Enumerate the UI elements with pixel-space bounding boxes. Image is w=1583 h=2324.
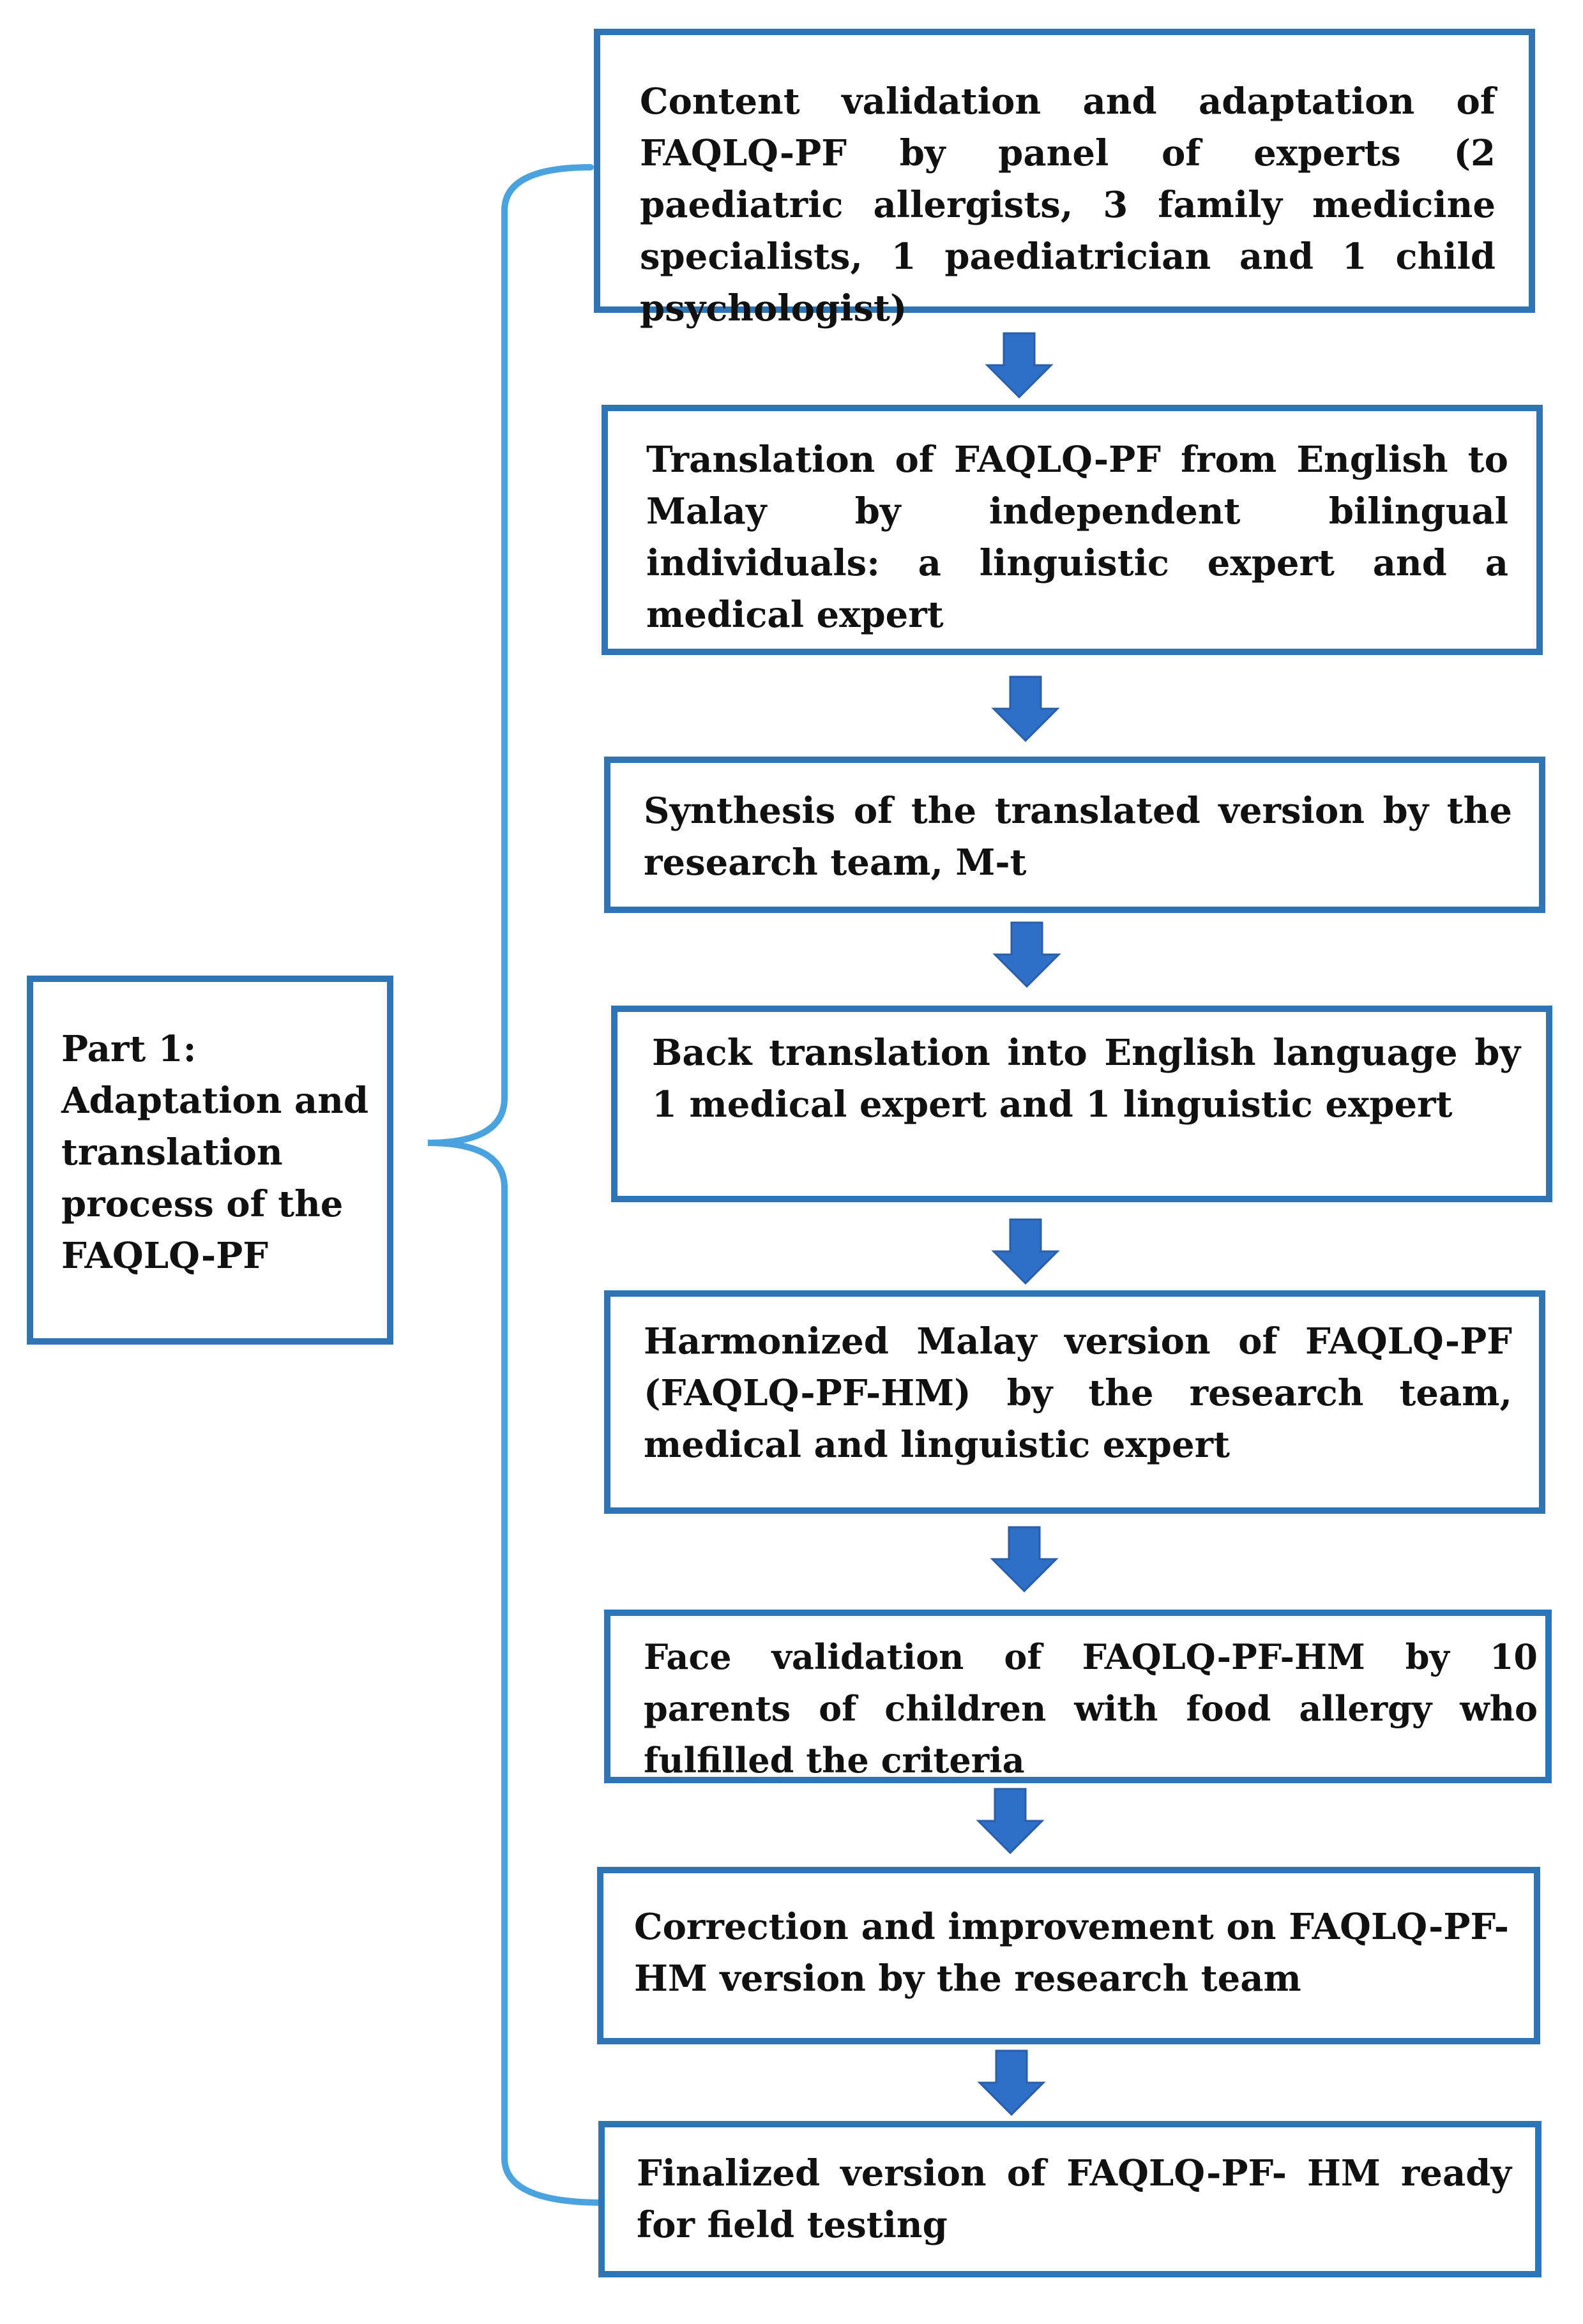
part-box: Part 1: Adaptation and translation proce… [27, 976, 393, 1345]
step-text-1: Content validation and adaptation of FAQ… [640, 80, 1496, 329]
step-text-4: Back translation into English language b… [652, 1032, 1520, 1126]
step-text-3: Synthesis of the translated version by t… [644, 790, 1512, 884]
step-box-3: Synthesis of the translated version by t… [604, 757, 1545, 913]
down-arrow-icon [976, 1788, 1045, 1855]
step-box-8: Finalized version of FAQLQ-PF- HM ready … [598, 2121, 1541, 2277]
step-text-7: Correction and improvement on FAQLQ-PF-H… [634, 1906, 1509, 2000]
step-text-2: Translation of FAQLQ-PF from English to … [646, 439, 1508, 636]
part-text: Part 1: Adaptation and translation proce… [61, 1023, 393, 1282]
down-arrow-icon [992, 921, 1061, 988]
step-text-6: Face validation of FAQLQ-PF-HM by 10 par… [644, 1636, 1538, 1781]
step-box-6: Face validation of FAQLQ-PF-HM by 10 par… [604, 1610, 1552, 1783]
down-arrow-icon [990, 1526, 1059, 1593]
down-arrow-icon [977, 2049, 1046, 2116]
step-box-2: Translation of FAQLQ-PF from English to … [602, 405, 1543, 655]
down-arrow-icon [985, 332, 1054, 399]
down-arrow-icon [991, 675, 1060, 743]
down-arrow-icon [991, 1218, 1060, 1285]
step-box-4: Back translation into English language b… [611, 1006, 1552, 1202]
part-description: Adaptation and translation process of th… [61, 1080, 369, 1277]
left-curly-brace [427, 164, 607, 2206]
part-label: Part 1: [61, 1028, 197, 1070]
step-text-5: Harmonized Malay version of FAQLQ-PF (FA… [644, 1320, 1512, 1466]
step-box-5: Harmonized Malay version of FAQLQ-PF (FA… [604, 1290, 1545, 1514]
step-box-7: Correction and improvement on FAQLQ-PF-H… [597, 1867, 1540, 2044]
step-box-1: Content validation and adaptation of FAQ… [594, 29, 1535, 329]
step-text-8: Finalized version of FAQLQ-PF- HM ready … [637, 2152, 1511, 2246]
